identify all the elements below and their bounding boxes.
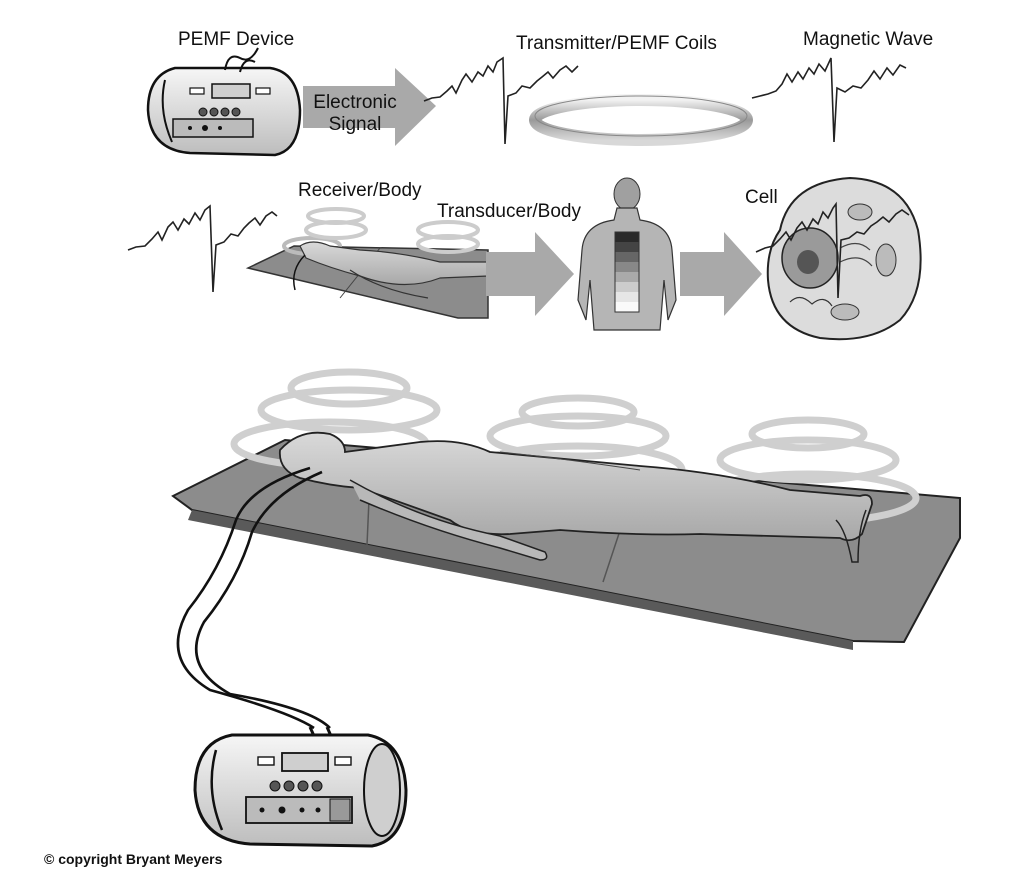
label-transducer: Transducer/Body [437,201,581,222]
arrow-cell [680,232,762,316]
body-lying [278,431,873,563]
label-magnetic-wave: Magnetic Wave [803,29,934,50]
label-electronic-signal: Electronic Signal [310,92,400,136]
copyright-notice: © copyright Bryant Meyers [44,851,223,867]
pemf-device-small [146,47,302,157]
arrow-electronic-signal [303,68,436,146]
label-receiver: Receiver/Body [298,180,422,201]
device-cables [176,466,331,730]
transmitter-coil [529,94,753,146]
label-transmitter: Transmitter/PEMF Coils [516,33,717,54]
waveform-receiver [127,204,278,293]
label-electronic-line2: Signal [328,114,382,135]
waveform-magnetic [751,57,907,143]
label-electronic-line1: Electronic [313,92,397,113]
label-cell: Cell [745,187,778,208]
transducer-body-figure [577,177,677,331]
waveform-1 [423,56,579,145]
label-pemf-device: PEMF Device [178,29,295,50]
waveform-cell [755,201,910,299]
pemf-device-large [193,726,408,848]
arrow-transducer [486,232,574,316]
cell-illustration [766,176,922,341]
receiver-body-scene [245,207,489,319]
